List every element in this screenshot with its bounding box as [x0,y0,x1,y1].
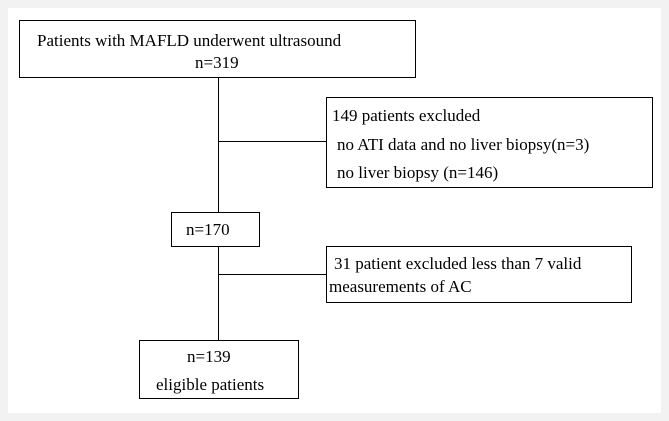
exclusion-box-2-line2: measurements of AC [329,277,472,296]
exclusion-box-1-reason1: no ATI data and no liver biopsy(n=3) [337,135,590,154]
middle-box-line1: n=170 [186,220,230,239]
final-box-line2: eligible patients [156,375,265,394]
start-box-line1: Patients with MAFLD underwent ultrasound [37,31,342,50]
connector-branch-exclusion1 [218,141,326,142]
middle-box: n=170 [171,212,260,247]
exclusion-box-2-line1: 31 patient excluded less than 7 valid [334,254,582,273]
connector-branch-exclusion2 [218,274,326,275]
final-box: n=139 eligible patients [139,340,299,399]
exclusion-box-2: 31 patient excluded less than 7 valid me… [326,246,632,303]
final-box-line1: n=139 [187,347,231,366]
connector-main-top [218,78,219,220]
exclusion-box-1: 149 patients excluded no ATI data and no… [326,97,653,188]
diagram-canvas: Patients with MAFLD underwent ultrasound… [8,8,661,413]
connector-main-bottom [218,246,219,340]
start-box-line2: n=319 [195,53,239,72]
exclusion-box-1-reason2: no liver biopsy (n=146) [337,163,499,182]
start-box: Patients with MAFLD underwent ultrasound… [19,20,416,78]
exclusion-box-1-heading: 149 patients excluded [332,106,481,125]
